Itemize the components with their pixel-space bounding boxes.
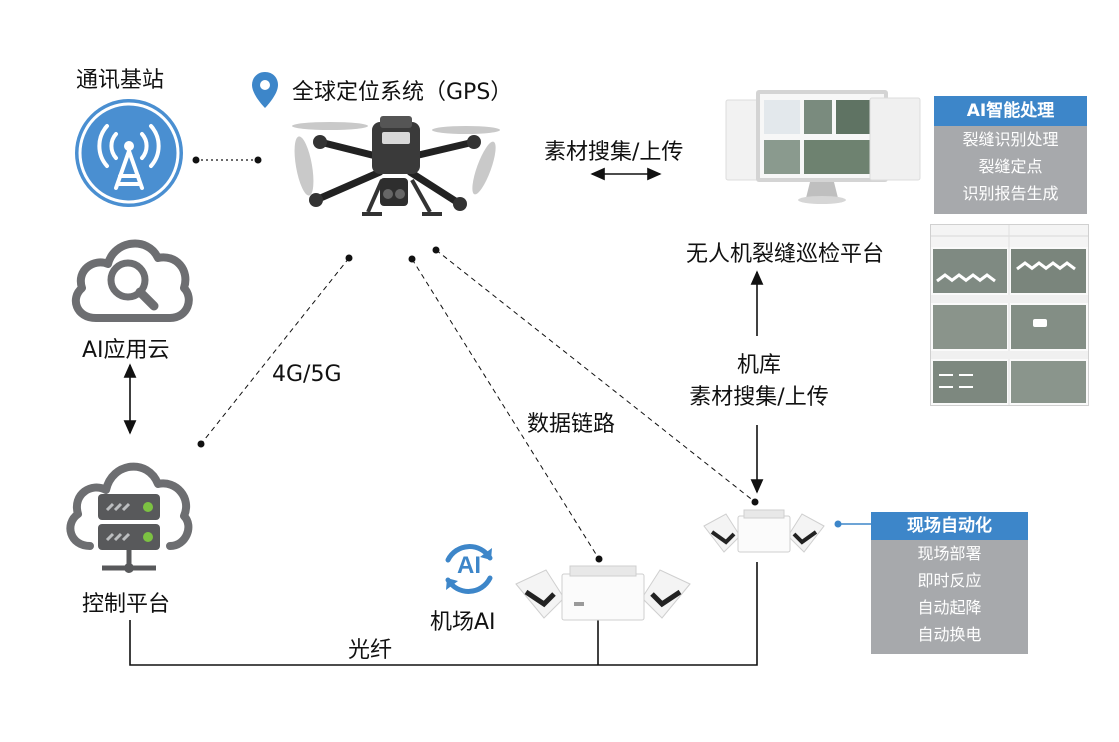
monitor-icon — [725, 90, 921, 204]
ai-badge-text: AI — [457, 552, 481, 579]
hangar-upload-line2: 素材搜集/上传 — [689, 385, 829, 410]
network-link — [200, 257, 350, 445]
ai-processing-item: 裂缝识别处理 — [962, 130, 1059, 149]
automation-title: 现场自动化 — [871, 512, 1028, 540]
drone-icon — [292, 116, 500, 216]
gps-label: 全球定位系统（GPS） — [292, 80, 513, 105]
automation-panel: 现场自动化 现场部署 即时反应 自动起降 自动换电 — [871, 512, 1028, 654]
automation-item: 现场部署 — [917, 544, 982, 563]
inspection-platform-label: 无人机裂缝巡检平台 — [686, 242, 885, 267]
hangar-upload-label: 机库 素材搜集/上传 — [664, 350, 854, 414]
ai-processing-panel: AI智能处理 裂缝识别处理 裂缝定点 识别报告生成 — [934, 96, 1087, 214]
fiber-label: 光纤 — [348, 638, 393, 663]
fiber-line — [129, 562, 758, 666]
hangar-upload-line1: 机库 — [736, 353, 781, 378]
ai-cloud-icon — [71, 239, 193, 322]
server-cloud-icon — [66, 462, 193, 573]
inspection-report-thumbnail — [930, 224, 1089, 406]
hangar-ai-label: 机场AI — [430, 610, 496, 635]
automation-item: 自动起降 — [917, 598, 982, 617]
location-pin-icon — [252, 72, 278, 108]
automation-item: 即时反应 — [917, 571, 982, 590]
network-label: 4G/5G — [272, 362, 342, 387]
hangar-link — [435, 249, 756, 503]
automation-item: 自动换电 — [917, 625, 982, 644]
ai-processing-item: 裂缝定点 — [978, 157, 1043, 176]
ai-processing-item: 识别报告生成 — [962, 184, 1059, 203]
data-link — [411, 258, 600, 560]
ai-processing-title: AI智能处理 — [934, 96, 1087, 126]
upload-label: 素材搜集/上传 — [544, 140, 684, 165]
base-station-label: 通讯基站 — [76, 68, 165, 93]
hangar-right-icon — [703, 509, 825, 553]
hangar-center-icon — [515, 565, 691, 621]
data-link-label: 数据链路 — [527, 412, 616, 437]
control-platform-label: 控制平台 — [82, 592, 171, 617]
ai-cloud-label: AI应用云 — [82, 338, 170, 363]
ai-refresh-icon — [445, 544, 493, 594]
base-station-icon — [75, 99, 183, 207]
report-image — [931, 225, 1088, 405]
